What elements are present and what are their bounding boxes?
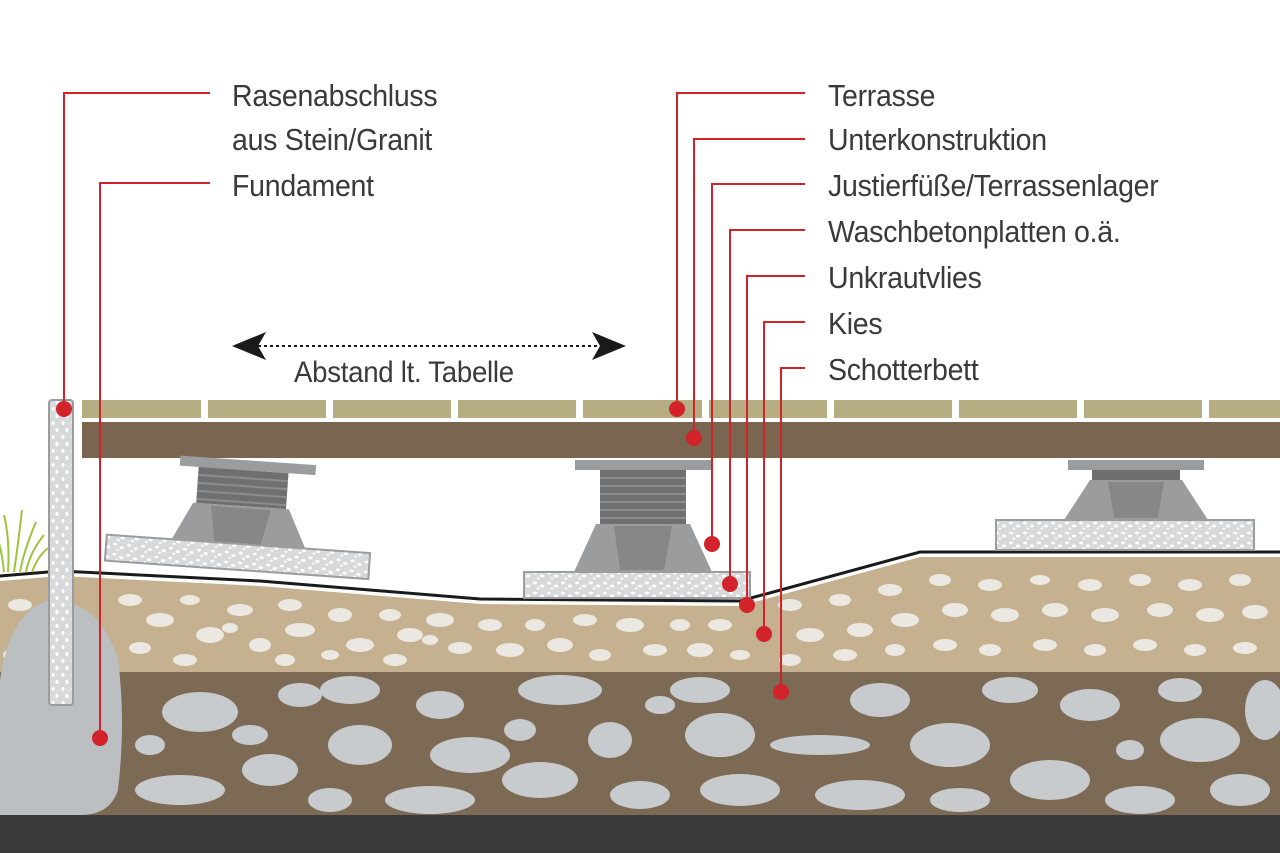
fundament-block [0, 600, 122, 815]
label-waschbetonplatten: Waschbetonplatten o.ä. [828, 214, 1121, 249]
kies-layer [0, 555, 1280, 672]
pedestal-1 [103, 455, 372, 581]
label-abstand: Abstand lt. Tabelle [294, 356, 514, 389]
label-fundament: Fundament [232, 168, 374, 203]
callout-lines [63, 92, 805, 738]
label-kies: Kies [828, 306, 883, 341]
callout-dots [56, 401, 789, 746]
pedestal-3 [995, 460, 1255, 551]
label-schotterbett: Schotterbett [828, 352, 979, 387]
label-rasenabschluss-material: aus Stein/Granit [232, 122, 433, 157]
label-unterkonstruktion: Unterkonstruktion [828, 122, 1047, 157]
abstand-arrow [232, 332, 626, 360]
label-rasenabschluss: Rasenabschluss [232, 78, 438, 113]
schotterbett-stones [135, 675, 1280, 814]
kies-pebbles [3, 574, 1268, 666]
rasenabschluss-post [48, 399, 74, 706]
terrasse-boards [82, 400, 1280, 418]
label-terrasse: Terrasse [828, 78, 936, 113]
unterkonstruktion-beam [82, 422, 1280, 458]
ground-base [0, 815, 1280, 853]
grass-icon [0, 509, 49, 573]
pedestal-2 [523, 460, 751, 599]
label-justierfuesse: Justierfüße/Terrassenlager [828, 168, 1159, 203]
label-unkrautvlies: Unkrautvlies [828, 260, 982, 295]
